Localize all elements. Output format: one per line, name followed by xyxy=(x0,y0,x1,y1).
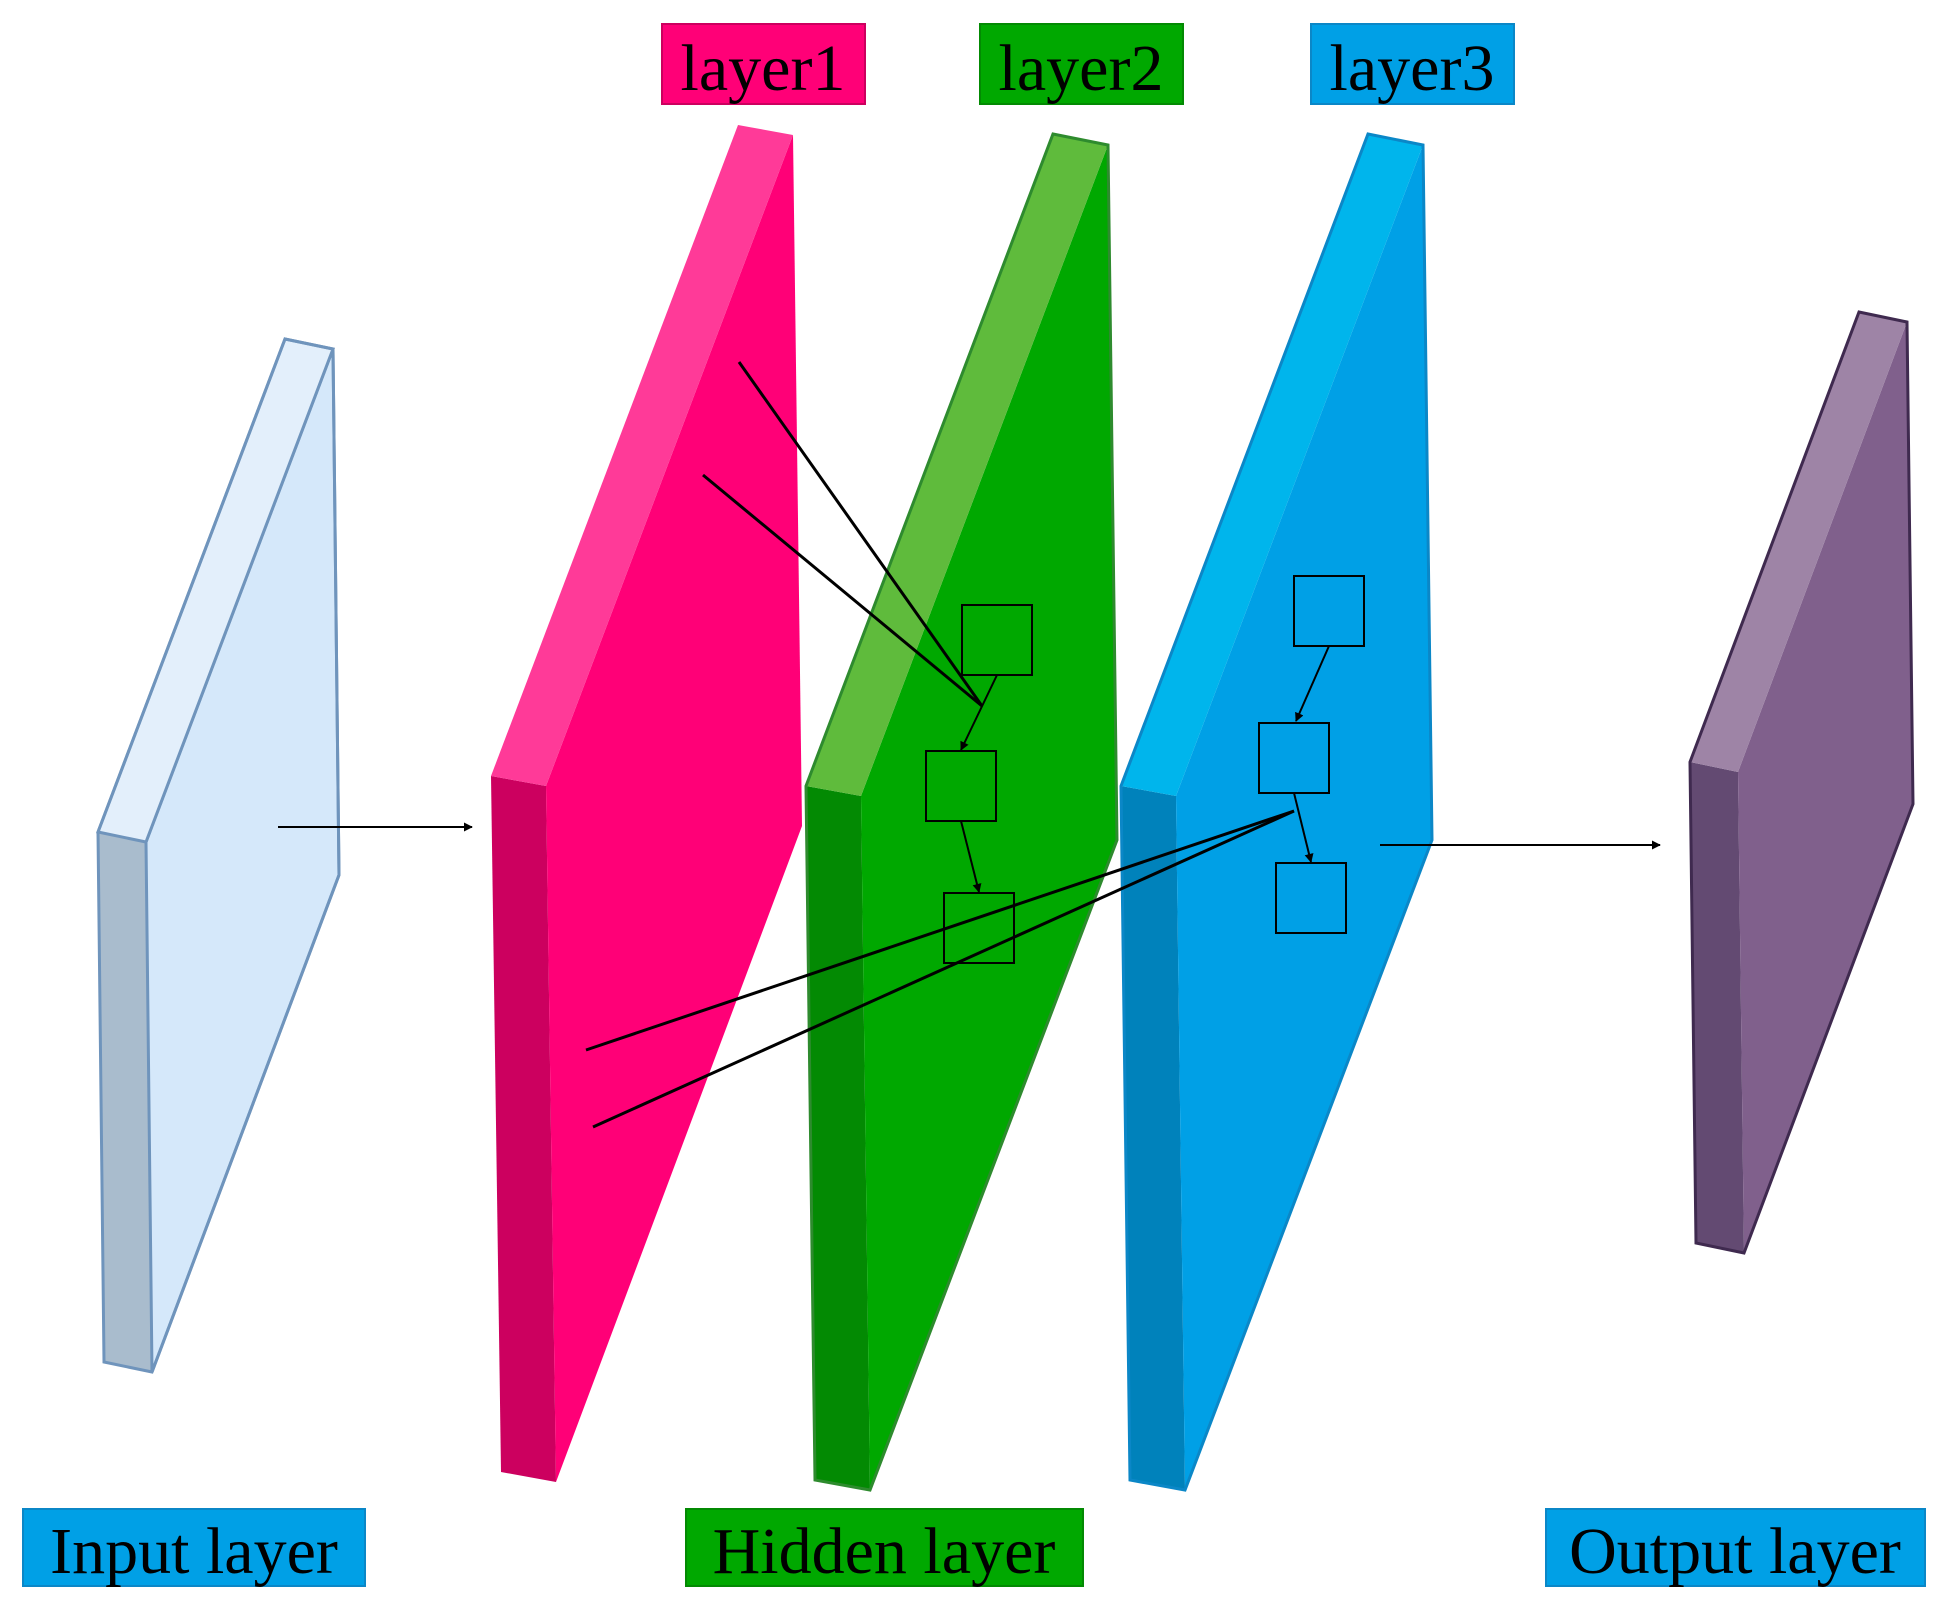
label-layer1-text: layer1 xyxy=(681,32,846,105)
label-layer2: layer2 xyxy=(979,23,1184,105)
label-output-layer-text: Output layer xyxy=(1569,1515,1901,1588)
output-slab-side xyxy=(1690,762,1744,1253)
input-slab-side xyxy=(98,832,152,1372)
connection-line xyxy=(585,809,1295,1052)
layer2-slab-front xyxy=(861,145,1117,1490)
connection-line xyxy=(592,809,1295,1129)
label-hidden-layer: Hidden layer xyxy=(685,1508,1084,1588)
layer2-slab-side xyxy=(806,786,870,1490)
label-output-layer-box xyxy=(1545,1508,1926,1587)
output-slab-top-edge xyxy=(1690,312,1907,772)
input-slab-outline xyxy=(96,337,341,1374)
connection-line xyxy=(737,361,984,707)
layer2-slab-top-edge xyxy=(806,134,1108,796)
layer2-slab-outline xyxy=(804,132,1119,1492)
arrow-l3-box1-to-box2 xyxy=(1295,645,1330,722)
layer3-slab-side xyxy=(1121,786,1185,1490)
label-layer1: layer1 xyxy=(661,23,866,105)
label-layer2-box xyxy=(979,23,1184,105)
label-input-layer-text: Input layer xyxy=(50,1515,338,1588)
layer3-slab-outline xyxy=(1119,132,1434,1492)
input-layer-slab xyxy=(95,337,341,1374)
output-slab-outline xyxy=(1688,310,1915,1255)
arrow-l3-box2-to-box3 xyxy=(1293,792,1314,863)
label-layer3: layer3 xyxy=(1310,23,1515,105)
label-input-layer: Input layer xyxy=(22,1508,366,1588)
layer3-box-3 xyxy=(1275,862,1347,934)
arrow-l2-box1-to-box2 xyxy=(960,674,998,751)
layer1-slab-side xyxy=(491,776,556,1482)
layer3-slab xyxy=(1119,132,1434,1492)
layer2-slab xyxy=(804,132,1119,1492)
connection-line xyxy=(702,473,983,708)
connections-layer1-to-layer3 xyxy=(585,809,1295,1129)
arrow-l2-box2-to-box3 xyxy=(960,820,982,893)
label-hidden-layer-box xyxy=(685,1508,1084,1587)
connections-layer1-to-layer2 xyxy=(702,361,984,708)
layer1-slab xyxy=(491,125,802,1482)
layer1-slab-top-edge xyxy=(491,125,793,786)
layer3-slab-top-edge xyxy=(1121,134,1423,796)
layer1-slab-front xyxy=(546,135,802,1482)
label-output-layer: Output layer xyxy=(1545,1508,1926,1588)
output-layer-slab xyxy=(1688,310,1915,1255)
label-layer3-text: layer3 xyxy=(1330,32,1495,105)
output-slab-front xyxy=(1738,322,1913,1253)
layer3-slab-front xyxy=(1176,145,1432,1490)
label-layer1-box xyxy=(661,23,866,105)
label-hidden-layer-text: Hidden layer xyxy=(713,1515,1056,1588)
label-input-layer-box xyxy=(22,1508,366,1587)
label-layer2-text: layer2 xyxy=(999,32,1164,105)
label-layer3-box xyxy=(1310,23,1515,105)
